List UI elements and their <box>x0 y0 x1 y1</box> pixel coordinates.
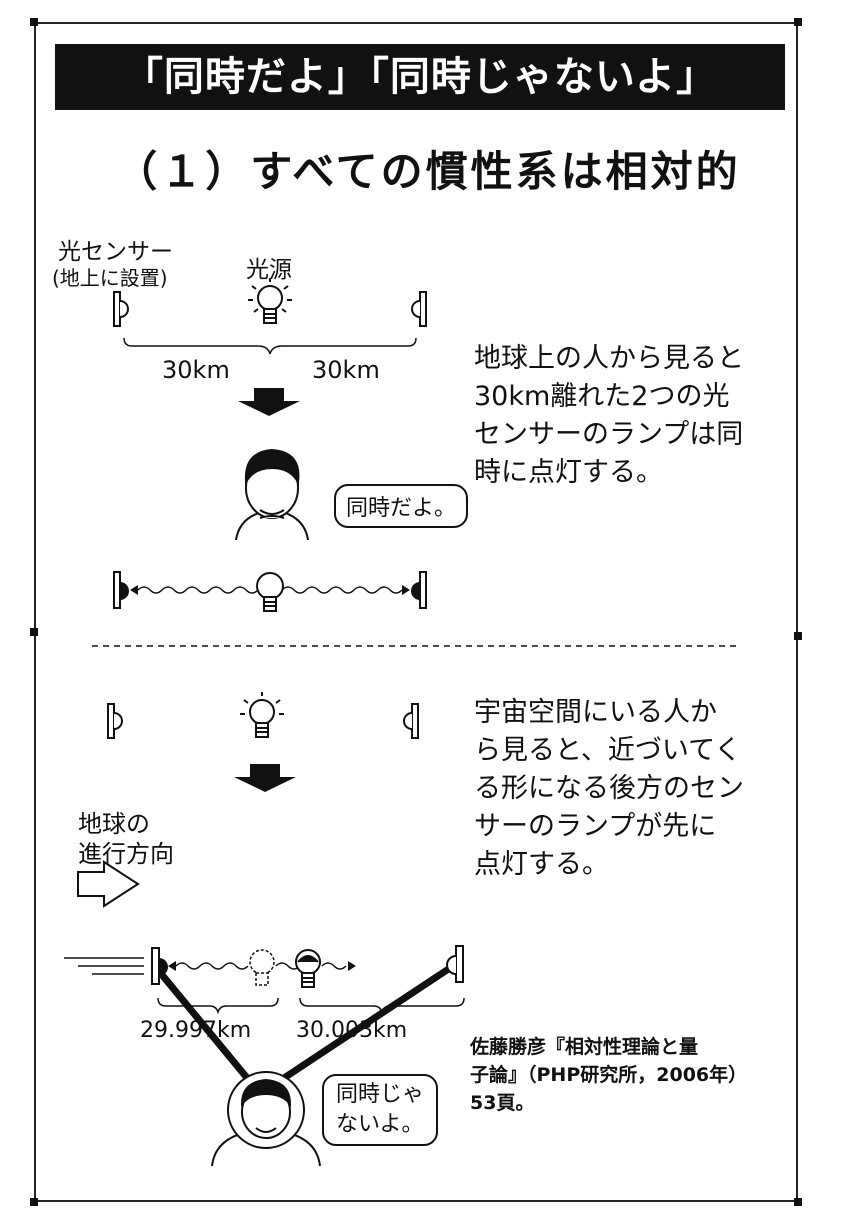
light-sensor-icon <box>113 291 129 327</box>
top-description: 地球上の人から見ると 30km離れた2つの光 センサーのランプは同 時に点灯する… <box>474 343 744 488</box>
citation-line-3: 53頁。 <box>470 1092 535 1114</box>
light-wave <box>137 586 259 594</box>
down-arrow-icon <box>234 764 296 792</box>
frame-corner <box>30 1198 38 1206</box>
light-sensor-icon <box>411 291 427 327</box>
light-bulb-icon <box>295 949 321 988</box>
light-bulb-icon <box>240 692 284 738</box>
frame-corner <box>794 1198 802 1206</box>
speech-bubble: 同時だよ。 <box>334 484 469 528</box>
person-icon <box>235 448 309 541</box>
frame-corner <box>30 628 38 636</box>
down-arrow-icon <box>238 388 300 416</box>
wave-arrowhead <box>130 585 138 595</box>
distance-brace <box>123 337 417 355</box>
citation-line-2: 子論』（PHP研究所，2006年） <box>470 1064 748 1086</box>
frame-corner <box>794 18 802 26</box>
light-sensor-icon <box>113 571 129 609</box>
light-sensor-icon <box>411 571 427 609</box>
direction-label-2: 進行方向 <box>78 840 174 868</box>
distance-left-label: 29.997km <box>140 1018 252 1043</box>
light-bulb-icon <box>256 572 284 612</box>
title-banner: 「同時だよ」「同時じゃないよ」 <box>55 44 785 110</box>
light-sensor-icon <box>107 703 123 739</box>
astronaut-icon <box>211 1071 321 1167</box>
light-bulb-icon <box>248 278 292 324</box>
page-frame <box>34 22 798 1202</box>
frame-corner <box>794 632 802 640</box>
distance-brace <box>157 997 279 1015</box>
wave-arrowhead <box>168 961 176 971</box>
light-wave <box>281 586 403 594</box>
sight-line <box>155 967 265 1099</box>
sight-line <box>276 961 458 1085</box>
speech-bubble: 同時じゃ ないよ。 <box>322 1074 439 1146</box>
section-heading: （１）すべての慣性系は相対的 <box>115 147 741 196</box>
light-sensor-icon <box>151 947 168 985</box>
bottom-description: 宇宙空間にいる人か ら見ると、近づいてく る形になる後方のセン サーのランプが先… <box>474 697 744 880</box>
citation-line-1: 佐藤勝彦『相対性理論と量 <box>470 1036 699 1058</box>
light-sensor-icon <box>446 945 464 983</box>
light-wave <box>321 962 347 970</box>
frame-corner <box>30 18 38 26</box>
light-wave <box>175 962 249 970</box>
distance-left-label: 30km <box>162 356 230 384</box>
light-sensor-icon <box>403 703 419 739</box>
sensor-location-label: (地上に設置) <box>52 266 168 290</box>
wave-arrowhead <box>402 585 410 595</box>
light-bulb-icon <box>249 949 275 986</box>
direction-label: 地球の <box>78 810 150 838</box>
right-arrow-icon <box>77 860 140 908</box>
light-wave <box>275 962 301 970</box>
distance-brace <box>299 997 465 1015</box>
sensor-label: 光センサー <box>58 239 173 265</box>
wave-arrowhead <box>348 961 356 971</box>
distance-right-label: 30km <box>312 356 380 384</box>
distance-right-label: 30.003km <box>296 1018 408 1043</box>
